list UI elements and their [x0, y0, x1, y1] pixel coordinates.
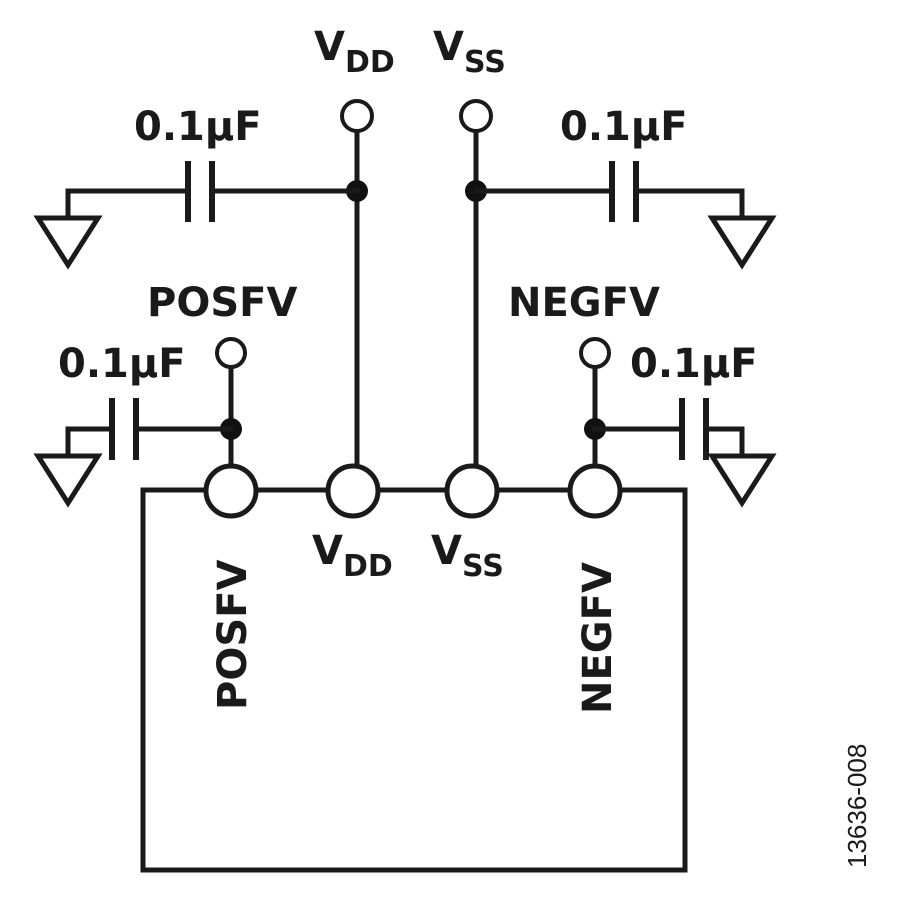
vdd-terminal [340, 99, 374, 133]
vdd-pin [325, 463, 381, 519]
negfv-ground-wire [703, 426, 745, 459]
posfv-pin [203, 463, 259, 519]
figure-id: 13636-008 [842, 744, 872, 868]
vss-pin [444, 463, 500, 519]
negfv-pin [567, 463, 623, 519]
negfv-ground-icon [707, 453, 777, 508]
vss-capacitor-label: 0.1µF [560, 104, 688, 150]
vss-ground-wire [633, 188, 745, 221]
vss-supply-label: VSS [433, 24, 506, 80]
vdd-supply-label: VDD [314, 24, 395, 80]
vdd-pin-label: VDD [312, 528, 393, 584]
posfv-ground-wire [65, 426, 115, 459]
vdd-ground-wire [65, 188, 191, 221]
vss-pin-label: VSS [431, 528, 504, 584]
negfv-capacitor-label: 0.1µF [630, 341, 758, 387]
negfv-terminal [579, 337, 611, 369]
posfv-terminal-label: POSFV [147, 280, 297, 326]
posfv-terminal [215, 337, 247, 369]
posfv-capacitor-label: 0.1µF [58, 341, 186, 387]
vdd-ground-icon [33, 215, 103, 270]
negfv-pin-label: NEGFV [575, 562, 621, 714]
vss-terminal [459, 99, 493, 133]
ic-body [140, 487, 688, 873]
vdd-capacitor-label: 0.1µF [134, 104, 262, 150]
vss-ground-icon [707, 215, 777, 270]
posfv-ground-icon [33, 453, 103, 508]
posfv-pin-label: POSFV [210, 560, 256, 710]
negfv-terminal-label: NEGFV [508, 280, 660, 326]
